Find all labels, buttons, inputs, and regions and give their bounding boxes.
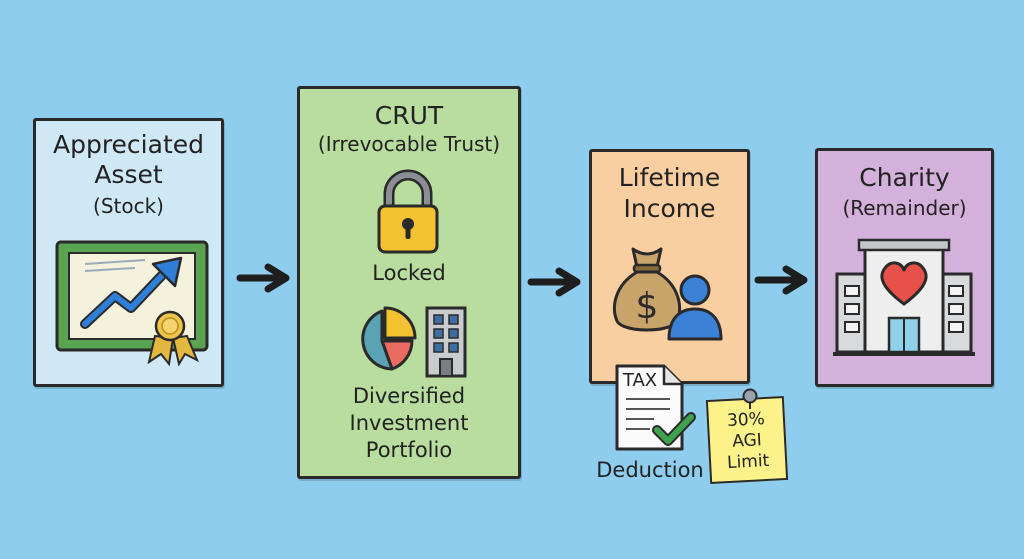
pie-chart-icon — [361, 306, 417, 371]
arrow-right-icon — [236, 263, 290, 293]
person-icon — [667, 274, 723, 341]
crut-subtitle: (Irrevocable Trust) — [317, 132, 501, 156]
arrow-right-icon — [754, 265, 808, 295]
deduction-label: Deduction — [596, 458, 704, 482]
charity-title: Charity — [859, 163, 950, 192]
charity-subtitle: (Remainder) — [842, 196, 967, 220]
crut-title: CRUT — [374, 101, 444, 130]
money-bag-icon: $ — [613, 247, 681, 332]
income-title-line-1: Lifetime — [618, 163, 721, 192]
hospital-heart-icon — [833, 238, 975, 356]
crut-lock-label: Locked — [372, 261, 446, 285]
portfolio-label-line-3: Portfolio — [365, 438, 453, 462]
portfolio-label-line-1: Diversified — [352, 384, 466, 408]
tax-form-header: TAX — [622, 370, 658, 391]
tax-form-icon — [615, 364, 684, 451]
asset-title-line-1: Appreciated — [52, 130, 204, 159]
pushpin-icon — [742, 388, 758, 409]
checkmark-icon — [652, 412, 696, 446]
dollar-sign-icon: $ — [636, 286, 659, 327]
asset-title-line-2: Asset — [94, 160, 163, 189]
padlock-icon — [377, 169, 439, 254]
stage-box-lifetime-income — [589, 149, 750, 384]
sticky-note-line-3: Limit — [726, 450, 770, 474]
office-building-icon — [425, 306, 467, 378]
income-title-line-2: Income — [623, 194, 716, 223]
stage-box-crut — [297, 86, 521, 479]
asset-subtitle: (Stock) — [93, 194, 164, 218]
stock-certificate-icon — [55, 240, 209, 367]
arrow-right-icon — [527, 267, 581, 297]
portfolio-label-line-2: Investment — [349, 411, 469, 435]
